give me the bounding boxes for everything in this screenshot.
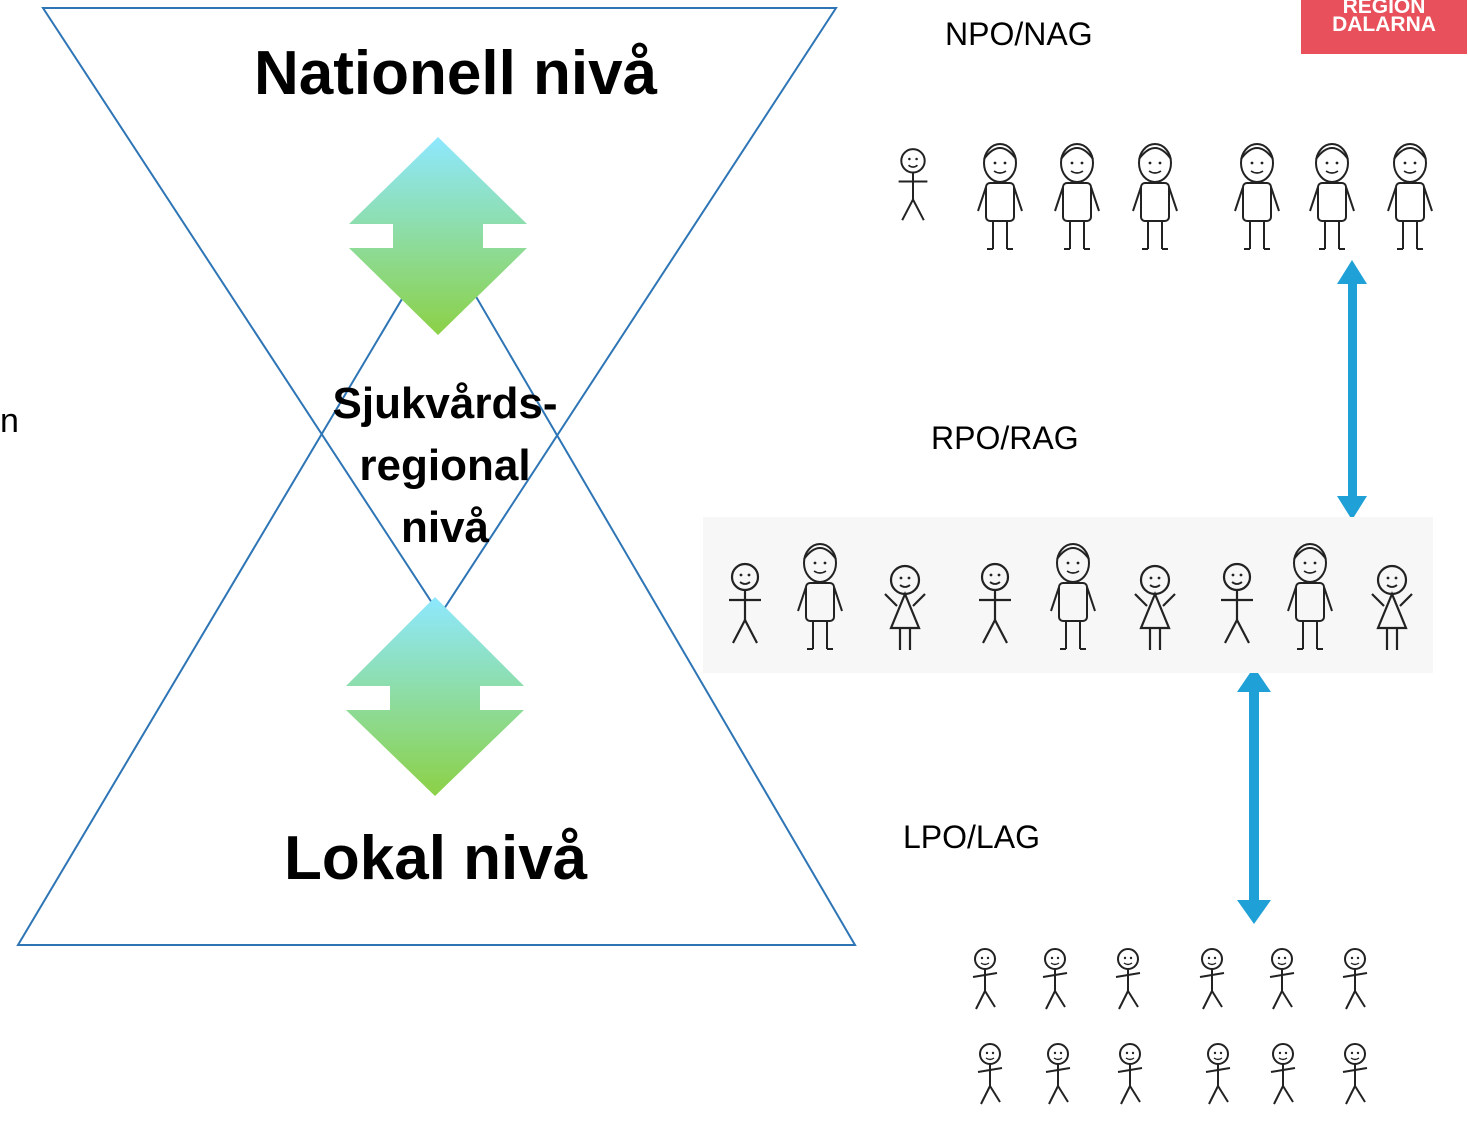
npo-rpo-link-arrow — [1337, 260, 1367, 520]
regional-level-label: Sjukvårds- regional nivå — [310, 373, 580, 559]
rpo-people-backdrop — [703, 517, 1433, 673]
left-text-fragment: n — [0, 402, 19, 440]
rpo-rag-label: RPO/RAG — [931, 420, 1079, 456]
lpo-people-group — [972, 948, 1368, 1105]
national-triangle — [41, 7, 838, 617]
regional-level-line2: regional — [359, 441, 531, 490]
lpo-lag-label: LPO/LAG — [903, 819, 1040, 855]
national-regional-arrow — [349, 137, 527, 335]
npo-people-group — [897, 143, 1433, 250]
regional-level-line3: nivå — [400, 503, 490, 552]
local-triangle — [16, 233, 857, 946]
npo-nag-label: NPO/NAG — [945, 16, 1093, 52]
region-dalarna-logo: REGION DALARNA — [1301, 0, 1467, 54]
regional-local-arrow — [346, 597, 524, 796]
logo-line2: DALARNA — [1332, 13, 1436, 36]
regional-level-line1: Sjukvårds- — [332, 379, 558, 428]
logo-line1: REGION — [1342, 0, 1426, 18]
national-level-label: Nationell nivå — [254, 39, 658, 108]
local-level-label: Lokal nivå — [284, 824, 588, 893]
rpo-lpo-link-arrow — [1237, 667, 1271, 924]
